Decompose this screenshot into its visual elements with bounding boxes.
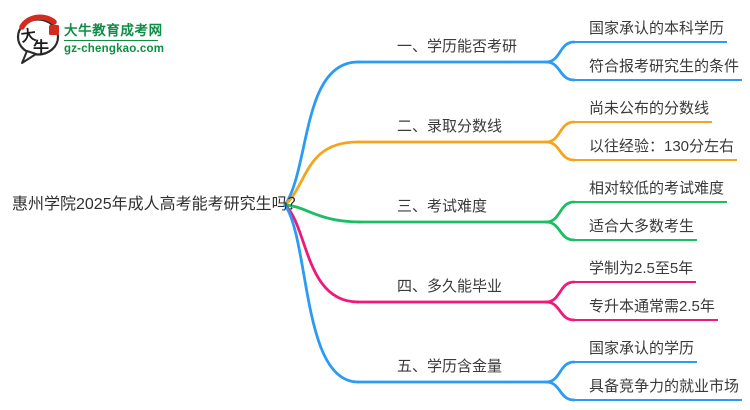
branch-1-curve [283, 60, 360, 207]
child-node[interactable]: 专升本通常需2.5年 [572, 294, 718, 321]
fork-1-up [544, 40, 576, 64]
fork-2-down [544, 140, 576, 162]
fork-4-down [544, 300, 576, 322]
child-node[interactable]: 学制为2.5至5年 [572, 256, 697, 283]
child-node[interactable]: 符合报考研究生的条件 [572, 54, 743, 81]
fork-3-up [544, 200, 576, 224]
branch-5-curve [283, 203, 360, 384]
fork-3-down [544, 220, 576, 242]
child-node[interactable]: 国家承认的学历 [572, 336, 698, 363]
logo-char-top: 大 [20, 26, 37, 46]
branch-3-curve [283, 203, 362, 224]
logo-char-bottom: 牛 [33, 38, 49, 57]
logo-url[interactable]: gz-chengkao.com [64, 43, 165, 55]
branch-3-label[interactable]: 三、考试难度 [397, 198, 488, 215]
logo-title: 大牛教育成考网 [64, 23, 163, 38]
branch-1-label[interactable]: 一、学历能否考研 [397, 38, 518, 55]
branch-4-curve [283, 203, 360, 304]
child-node[interactable]: 具备竞争力的就业市场 [572, 374, 743, 401]
branch-2-curve [283, 140, 360, 207]
child-node[interactable]: 相对较低的考试难度 [572, 176, 728, 203]
fork-4-up [544, 280, 576, 304]
branch-4-label[interactable]: 四、多久能毕业 [397, 278, 503, 295]
fork-5-down [544, 380, 576, 402]
branch-5-label[interactable]: 五、学历含金量 [397, 358, 503, 375]
child-node[interactable]: 适合大多数考生 [572, 214, 698, 241]
branch-2-label[interactable]: 二、录取分数线 [397, 118, 503, 135]
site-logo[interactable]: 大 牛 大牛教育成考网 gz-chengkao.com [12, 12, 182, 66]
logo-divider [64, 40, 158, 41]
fork-5-up [544, 360, 576, 384]
fork-2-up [544, 120, 576, 144]
child-node[interactable]: 尚未公布的分数线 [572, 96, 713, 123]
child-node[interactable]: 国家承认的本科学历 [572, 16, 728, 43]
logo-bubble-icon: 大 牛 [16, 14, 60, 64]
fork-1-down [544, 60, 576, 82]
child-node[interactable]: 以往经验：130分左右 [572, 134, 738, 161]
root-topic[interactable]: 惠州学院2025年成人高考能考研究生吗？ [12, 196, 304, 213]
